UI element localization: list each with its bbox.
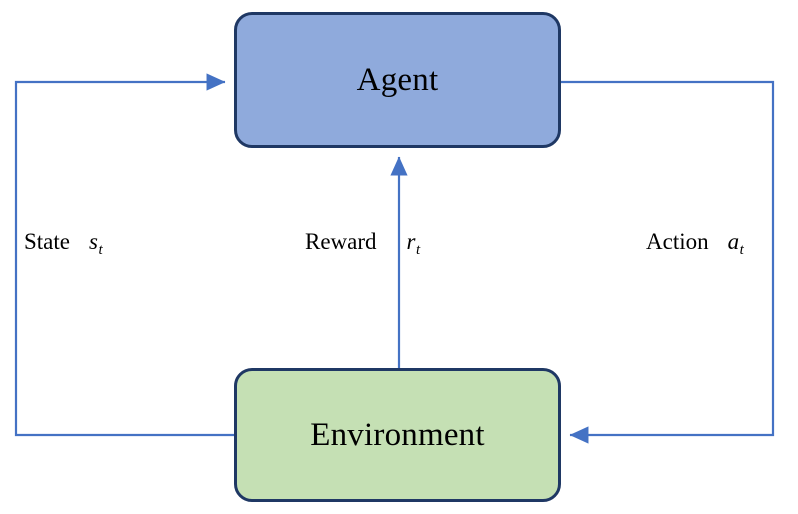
state-symbol: s (89, 229, 98, 254)
state-edge-label-text: State (24, 229, 70, 254)
agent-node[interactable]: Agent (234, 12, 561, 148)
agent-node-label: Agent (356, 61, 439, 98)
state-connector (14, 73, 234, 437)
reward-edge-label: Reward r t (305, 229, 420, 258)
reward-symbol-subscript: t (415, 242, 421, 258)
environment-node[interactable]: Environment (234, 368, 561, 502)
action-edge-label-text: Action (646, 229, 709, 254)
state-edge-label: State s t (24, 229, 103, 258)
action-edge-label: Action a t (646, 229, 744, 258)
state-symbol-subscript: t (98, 242, 103, 258)
reward-edge-label-text: Reward (305, 229, 377, 254)
action-connector (561, 80, 775, 444)
environment-node-label: Environment (310, 416, 485, 453)
reward-symbol: r (406, 229, 416, 254)
action-symbol: a (727, 229, 740, 254)
action-symbol-subscript: t (739, 242, 744, 258)
